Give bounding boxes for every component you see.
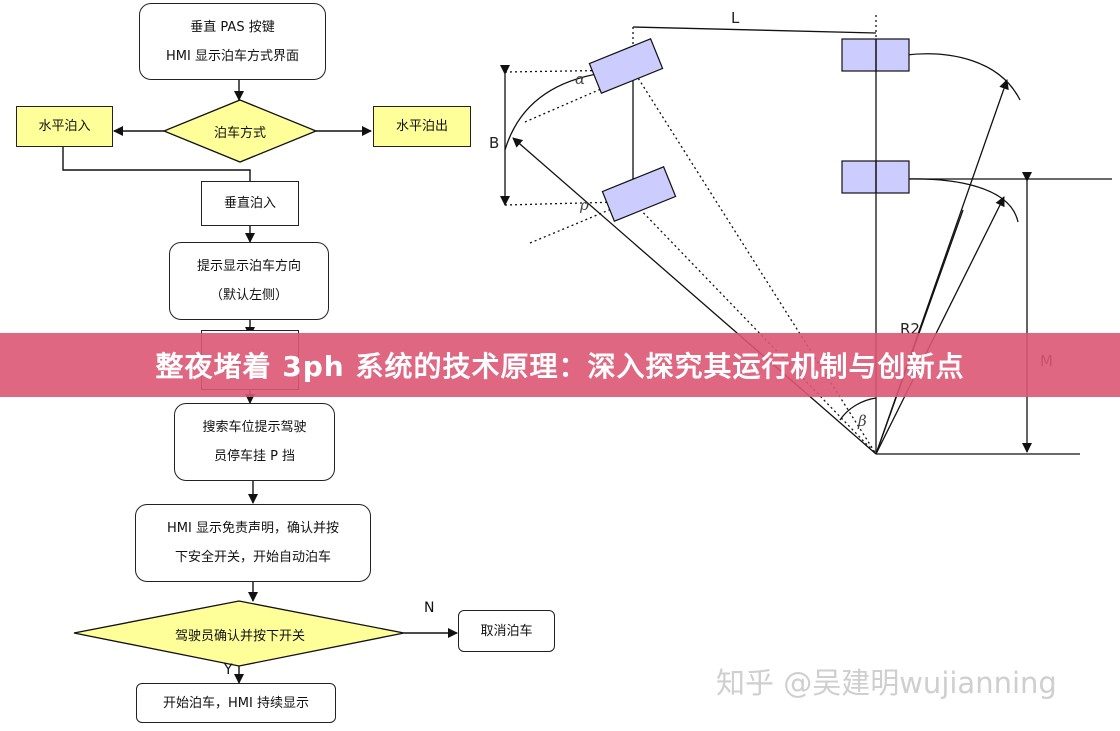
end-node: 开始泊车，HMI 持续显示 — [136, 683, 336, 723]
title-banner: 整夜堵着 3ph 系统的技术原理：深入探究其运行机制与创新点 — [0, 333, 1120, 397]
right-option-label: 水平泊出 — [395, 119, 448, 134]
start-node: 垂直 PAS 按键 HMI 显示泊车方式界面 — [139, 3, 326, 80]
geo-dotted-long-1 — [632, 69, 877, 455]
geo-dotted-car-upper — [524, 71, 641, 123]
geo-label-B: B — [489, 134, 500, 152]
mode-decision-label: 泊车方式 — [213, 126, 266, 141]
disclaimer-node: HMI 显示免责声明，确认并按 下安全开关，开始自动泊车 — [135, 504, 371, 582]
geo-arc-left — [504, 71, 611, 151]
car-upper-left — [588, 38, 664, 94]
start-line2: HMI 显示泊车方式界面 — [166, 48, 299, 64]
disclaimer-line2: 下安全开关，开始自动泊车 — [174, 550, 331, 565]
search-line1: 搜索车位提示驾驶 — [202, 420, 307, 435]
confirm-decision-diamond — [73, 600, 405, 667]
start-line1: 垂直 PAS 按键 — [190, 19, 275, 35]
search-slot-node: 搜索车位提示驾驶 员停车挂 P 挡 — [174, 403, 335, 481]
end-label: 开始泊车，HMI 持续显示 — [163, 695, 309, 711]
left-option-label: 水平泊入 — [38, 119, 91, 134]
geo-dotted-car-lower — [529, 194, 646, 244]
no-branch-label: N — [424, 600, 435, 616]
geo-label-alpha: α — [575, 70, 586, 88]
geo-arc-upper — [905, 53, 1021, 101]
prompt-direction-node: 提示显示泊车方向 （默认左侧） — [169, 242, 329, 320]
geo-L-line — [632, 26, 877, 34]
geo-arc-lower — [905, 178, 1019, 223]
banner-text: 整夜堵着 3ph 系统的技术原理：深入探究其运行机制与创新点 — [155, 350, 965, 383]
cancel-node: 取消泊车 — [458, 610, 555, 652]
geo-dotted-bottom — [504, 201, 621, 206]
flowchart-connectors — [62, 80, 458, 684]
connector-left-to-vertical — [62, 147, 251, 181]
geo-arc-beta — [839, 397, 877, 421]
car-lower-left — [601, 166, 677, 222]
confirm-decision-label: 驾驶员确认并按下开关 — [174, 629, 305, 644]
prompt-line1: 提示显示泊车方向 — [196, 259, 301, 274]
cancel-label: 取消泊车 — [480, 623, 533, 639]
mode-decision-diamond — [162, 99, 318, 163]
vertical-in-label: 垂直泊入 — [223, 196, 276, 211]
geo-radius-mid — [875, 209, 964, 455]
watermark: 知乎 @吴建明wujianning — [716, 666, 1057, 700]
left-option-node: 水平泊入 — [16, 106, 113, 147]
prompt-line2: （默认左侧） — [209, 288, 288, 303]
geo-label-rho: ρ — [580, 196, 589, 214]
geo-radius-lower — [875, 196, 1005, 455]
vertical-in-node: 垂直泊入 — [201, 181, 299, 226]
geometry-cars — [588, 38, 910, 222]
geo-label-beta: β — [858, 412, 867, 430]
geo-label-L: L — [731, 9, 740, 27]
geo-dotted-long-2 — [632, 201, 877, 455]
disclaimer-line1: HMI 显示免责声明，确认并按 — [167, 521, 339, 536]
search-line2: 员停车挂 P 挡 — [213, 449, 296, 464]
geo-radius-left — [512, 137, 877, 455]
yes-branch-label: Y — [224, 662, 233, 678]
right-option-node: 水平泊出 — [373, 106, 471, 147]
